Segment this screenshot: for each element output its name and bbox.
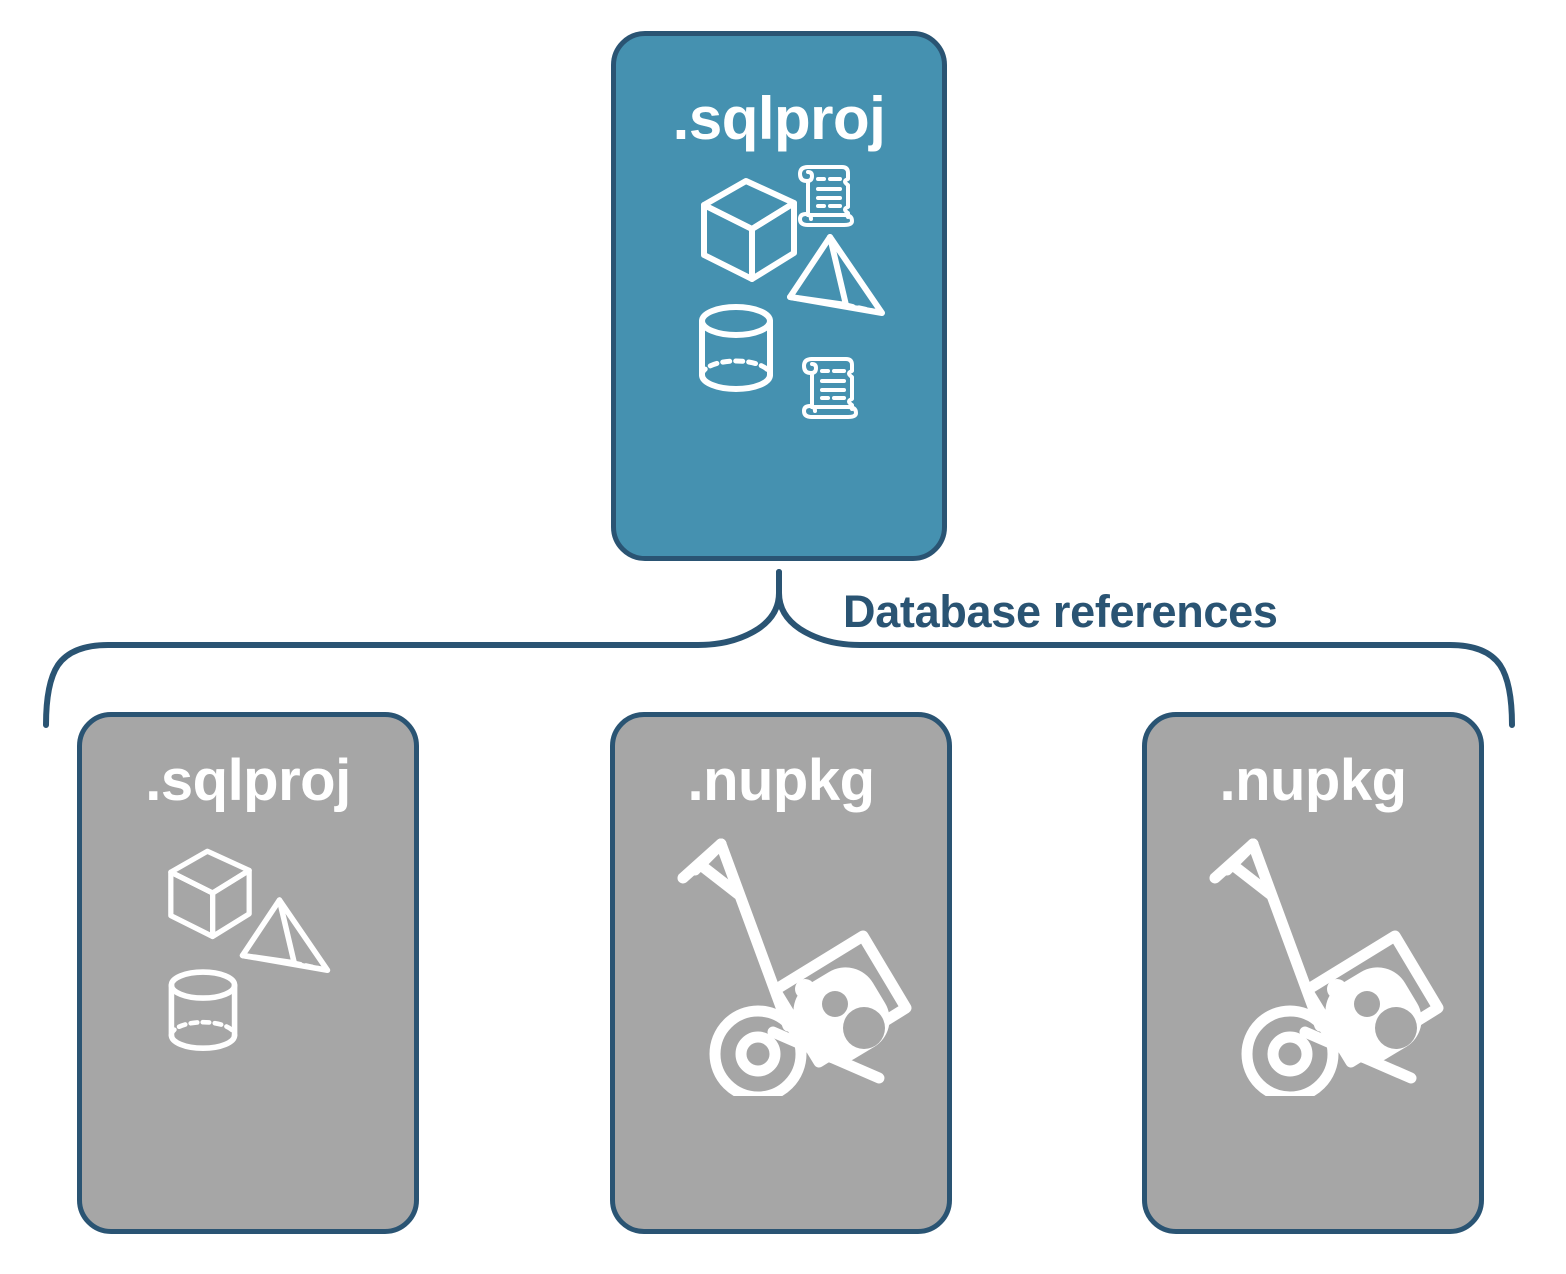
node-root-label: .sqlproj <box>672 85 886 152</box>
pyramid-icon <box>787 234 885 316</box>
node-reference-nupkg-2[interactable]: .nupkg <box>1142 712 1484 1234</box>
node-reference-2-icons <box>615 814 947 1229</box>
cylinder-icon <box>699 304 773 392</box>
node-reference-1-icons <box>82 814 414 1229</box>
cube-icon <box>168 848 252 940</box>
node-reference-sqlproj[interactable]: .sqlproj <box>77 712 419 1234</box>
node-root-sqlproj[interactable]: .sqlproj <box>611 31 947 561</box>
script-scroll-icon <box>802 357 858 419</box>
pyramid-icon <box>239 897 331 973</box>
node-root-icons <box>616 153 942 556</box>
node-reference-nupkg-1[interactable]: .nupkg <box>610 712 952 1234</box>
node-reference-2-label: .nupkg <box>687 748 875 813</box>
script-scroll-icon <box>798 165 854 227</box>
hand-truck-package-icon <box>1209 838 1444 1096</box>
database-references-brace <box>43 569 1515 728</box>
cylinder-icon <box>168 969 238 1051</box>
connector-label: Database references <box>843 586 1278 637</box>
node-reference-3-icons <box>1147 814 1479 1229</box>
hand-truck-package-icon <box>677 838 912 1096</box>
node-reference-3-label: .nupkg <box>1219 748 1407 813</box>
cube-icon <box>701 178 797 282</box>
node-reference-1-label: .sqlproj <box>145 748 351 813</box>
